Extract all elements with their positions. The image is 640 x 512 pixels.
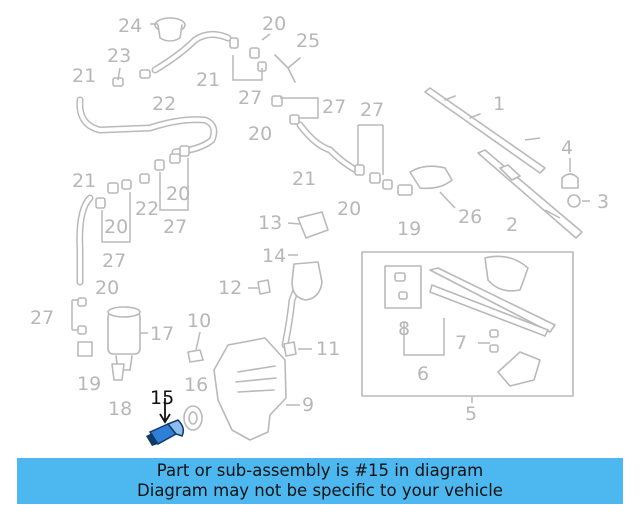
callout-21a: 21	[72, 65, 96, 87]
callout-27d: 27	[163, 216, 187, 238]
part-9-reservoir	[213, 281, 302, 441]
linkage-box	[361, 251, 574, 403]
callout-16: 16	[184, 374, 208, 396]
banner-line-1: Part or sub-assembly is #15 in diagram	[156, 461, 484, 480]
callout-12: 12	[218, 277, 242, 299]
upper-hose-group	[76, 31, 364, 286]
callout-14: 14	[262, 245, 286, 267]
callout-19b: 19	[397, 218, 421, 240]
part-17-pump	[107, 306, 141, 371]
callout-labels: 1 2 3 4 5 6 7 8 9 10 11 12 13 14 15 16 1…	[30, 13, 609, 425]
callout-22a: 22	[152, 93, 176, 115]
wiper-blade-1	[424, 87, 546, 174]
callout-24: 24	[118, 15, 142, 37]
callout-11: 11	[316, 338, 340, 360]
group-brackets	[71, 55, 384, 331]
callout-17: 17	[150, 323, 174, 345]
part-14-filler	[291, 261, 323, 301]
part-13-cap	[297, 211, 329, 239]
callout-27a: 27	[238, 87, 262, 109]
leader-lines	[117, 23, 590, 406]
callout-23: 23	[107, 45, 131, 67]
callout-21c: 21	[292, 168, 316, 190]
callout-6: 6	[417, 363, 429, 385]
part-11-grommet	[283, 341, 297, 357]
callout-1: 1	[493, 93, 505, 115]
callout-20d: 20	[166, 183, 190, 205]
callout-13: 13	[258, 212, 282, 234]
part-24-cap	[154, 17, 186, 42]
callout-5: 5	[465, 403, 477, 425]
callout-3: 3	[597, 191, 609, 213]
callout-27f: 27	[30, 307, 54, 329]
callout-20b: 20	[248, 123, 272, 145]
part-10-bolt	[187, 349, 204, 363]
part-15-washer-pump	[146, 398, 185, 446]
part-25-y-connector	[274, 54, 301, 83]
part-16-grommet	[183, 405, 203, 431]
callout-26: 26	[458, 206, 482, 228]
callout-2: 2	[506, 214, 518, 236]
callout-10: 10	[187, 310, 211, 332]
callout-20a: 20	[262, 13, 286, 35]
callout-20f: 20	[95, 277, 119, 299]
part-26-nozzle	[409, 165, 453, 190]
callout-25: 25	[296, 30, 320, 52]
callout-15: 15	[150, 387, 174, 409]
part-4-cap	[561, 173, 579, 189]
callout-21b: 21	[196, 69, 220, 91]
callout-19a: 19	[77, 373, 101, 395]
callout-8: 8	[398, 318, 410, 340]
callout-27e: 27	[102, 250, 126, 272]
callout-21d: 21	[72, 170, 96, 192]
callout-9: 9	[302, 394, 314, 416]
connectors	[95, 37, 413, 209]
callout-4: 4	[561, 137, 573, 159]
callout-20c: 20	[337, 198, 361, 220]
part-19-clip	[77, 341, 93, 357]
small-fittings	[77, 297, 87, 335]
banner-line-2: Diagram may not be specific to your vehi…	[137, 481, 503, 500]
part-3-nut	[567, 194, 581, 208]
part-12-bolt	[257, 279, 271, 295]
callout-27b: 27	[322, 96, 346, 118]
callout-20e: 20	[104, 216, 128, 238]
callout-18: 18	[108, 398, 132, 420]
callout-7: 7	[455, 332, 467, 354]
callout-22b: 22	[135, 198, 159, 220]
part-18-filter	[111, 363, 125, 381]
callout-27c: 27	[360, 99, 384, 121]
info-banner: Part or sub-assembly is #15 in diagram D…	[17, 458, 623, 504]
